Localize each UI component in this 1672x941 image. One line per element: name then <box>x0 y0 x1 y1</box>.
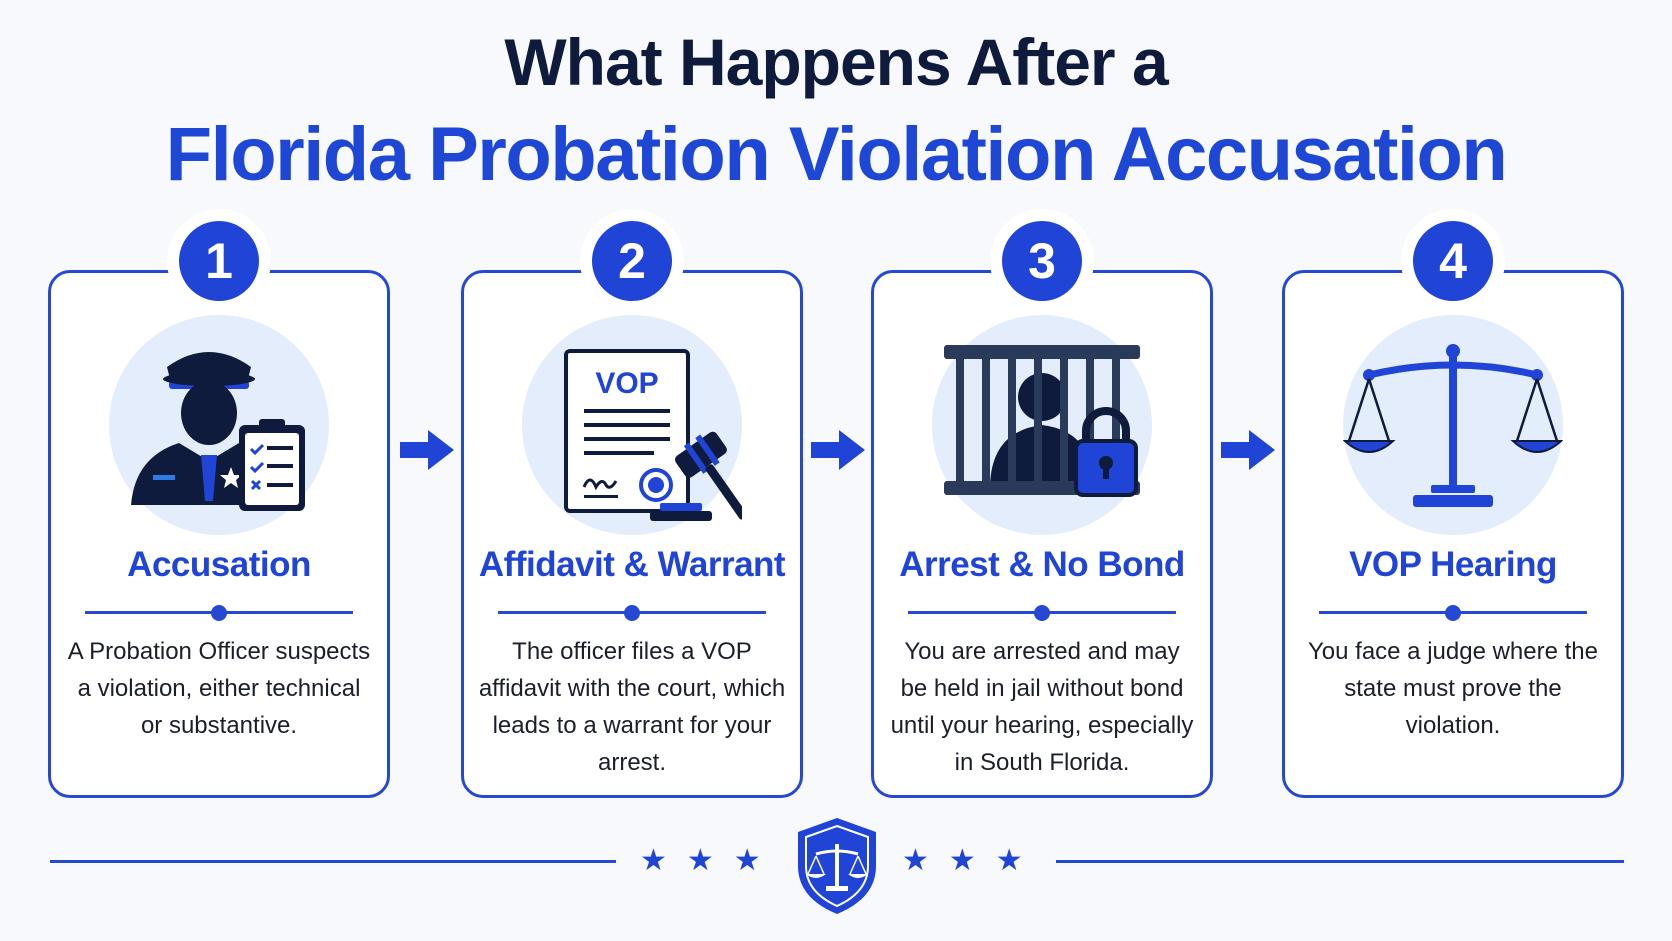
footer-stars-left: ★★★ <box>640 844 781 877</box>
step-description: A Probation Officer suspects a violation… <box>67 638 371 739</box>
step-description: You face a judge where the state must pr… <box>1307 638 1598 739</box>
step-description: The officer files a VOP affidavit with t… <box>478 638 786 776</box>
shield-scales-icon <box>798 818 876 914</box>
step-card-2: 2 VOP Affidavit & Warrant T <box>461 221 803 798</box>
arrow-right-icon <box>811 430 865 470</box>
step-card-4: 4 VOP Hearing You face a judge where the… <box>1282 221 1624 798</box>
divider-dot <box>1445 605 1461 621</box>
step-number-badge: 2 <box>592 221 672 301</box>
footer-divider-left <box>50 860 616 863</box>
jail-lock-icon <box>932 315 1152 535</box>
divider-dot <box>624 605 640 621</box>
divider-dot <box>211 605 227 621</box>
step-description: You are arrested and may be held in jail… <box>890 638 1194 776</box>
affidavit-gavel-icon: VOP <box>522 315 742 535</box>
step-title: Affidavit & Warrant <box>478 545 786 584</box>
footer-stars-right: ★★★ <box>902 844 1043 877</box>
scales-of-justice-icon <box>1343 315 1563 535</box>
police-officer-clipboard-icon <box>109 315 329 535</box>
arrow-right-icon <box>1221 430 1275 470</box>
step-number-badge: 3 <box>1002 221 1082 301</box>
footer-divider-right <box>1056 860 1624 863</box>
step-title: VOP Hearing <box>1349 545 1557 584</box>
step-number-badge: 4 <box>1413 221 1493 301</box>
title-line-2: Florida Probation Violation Accusation <box>165 112 1508 197</box>
step-title: Accusation <box>127 545 311 584</box>
step-number-badge: 1 <box>179 221 259 301</box>
step-card-1: 1 Accusation A Probation Of <box>48 221 390 798</box>
divider-dot <box>1034 605 1050 621</box>
arrow-right-icon <box>400 430 454 470</box>
affidavit-vop-label: VOP <box>595 367 658 400</box>
step-card-3: 3 Arrest & No Bond You are arrested and … <box>871 221 1213 798</box>
title-line-1: What Happens After a <box>504 25 1168 99</box>
step-title: Arrest & No Bond <box>899 545 1185 584</box>
